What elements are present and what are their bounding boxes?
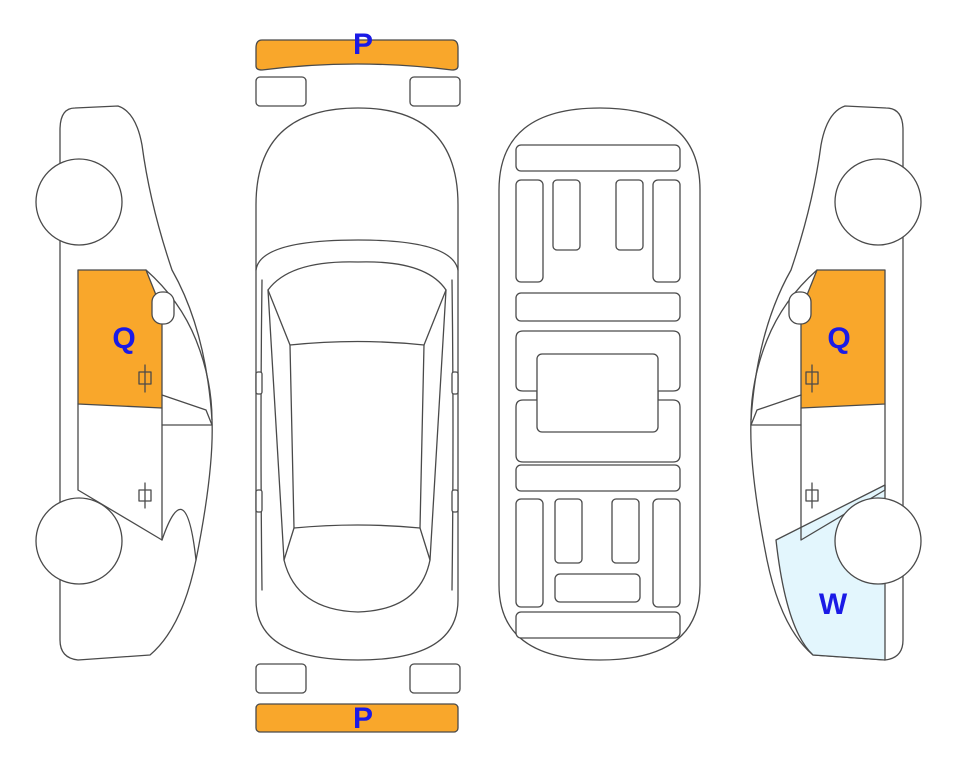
rear-bumper-panel[interactable] [255,703,459,733]
left-side-sill-line [161,508,197,561]
right-side-rear-handle [805,482,819,509]
underbody-rear-right-inner [611,498,640,564]
top-view-hood-windshield [255,239,459,271]
right-front-door-panel[interactable] [800,269,886,409]
underbody-rear-crossmember [515,611,681,639]
left-side-front-handle [138,364,152,393]
rear-left-taillight [255,663,307,694]
underbody-rear-right-rail [652,498,681,608]
rear-bumper-label: P [353,702,373,735]
top-view-right-pillar-a [423,289,447,346]
left-side-view: Q [35,105,213,661]
top-view-left-side-line [260,279,263,591]
underbody-center-panel [536,353,659,433]
top-view-left-pillar-c [283,527,295,561]
top-view-right-side-line [451,279,454,591]
right-side-pillar-line [750,394,802,426]
top-view-right-mirror-rear [451,489,459,513]
top-view: P P [255,28,461,735]
front-bumper-panel[interactable] [255,39,459,71]
underbody-rear-left-rail [515,498,544,608]
left-side-pillar-line [161,394,213,426]
underbody-front-crossmember [515,144,681,172]
top-view-right-mirror-front [451,371,459,395]
front-left-headlight [255,76,307,107]
right-front-door-label: Q [827,322,850,355]
right-side-mirror [788,291,812,325]
right-side-window-line [750,269,818,421]
underbody-center-front-bar [515,292,681,322]
underbody-front-left-inner [552,179,581,251]
rear-right-taillight [409,663,461,694]
top-view-body-outline [255,107,459,661]
underbody-front-right-inner [615,179,644,251]
right-side-front-wheel [834,158,922,246]
right-side-rear-wheel [834,497,922,585]
left-front-door-panel[interactable] [77,269,163,409]
front-right-headlight [409,76,461,107]
underbody-rear-left-inner [554,498,583,564]
left-side-rear-wheel [35,497,123,585]
top-view-left-mirror-rear [255,489,263,513]
underbody-front-left-rail [515,179,544,283]
right-side-front-handle [805,364,819,393]
right-rear-quarter-label: W [819,588,848,621]
underbody-rear-center-bar [554,573,641,603]
front-bumper-label: P [353,28,373,61]
left-front-door-label: Q [112,322,135,355]
left-side-mirror [151,291,175,325]
left-side-window-line [145,269,213,421]
underbody-front-right-rail [652,179,681,283]
top-view-left-mirror-front [255,371,263,395]
top-view-left-pillar-a [267,289,291,346]
underbody-view [498,107,701,661]
top-view-right-pillar-c [419,527,431,561]
left-side-front-wheel [35,158,123,246]
left-side-rear-handle [138,482,152,509]
left-side-rear-door-line [77,403,163,541]
right-side-view: Q W [750,105,922,661]
underbody-center-rear-bar [515,464,681,492]
